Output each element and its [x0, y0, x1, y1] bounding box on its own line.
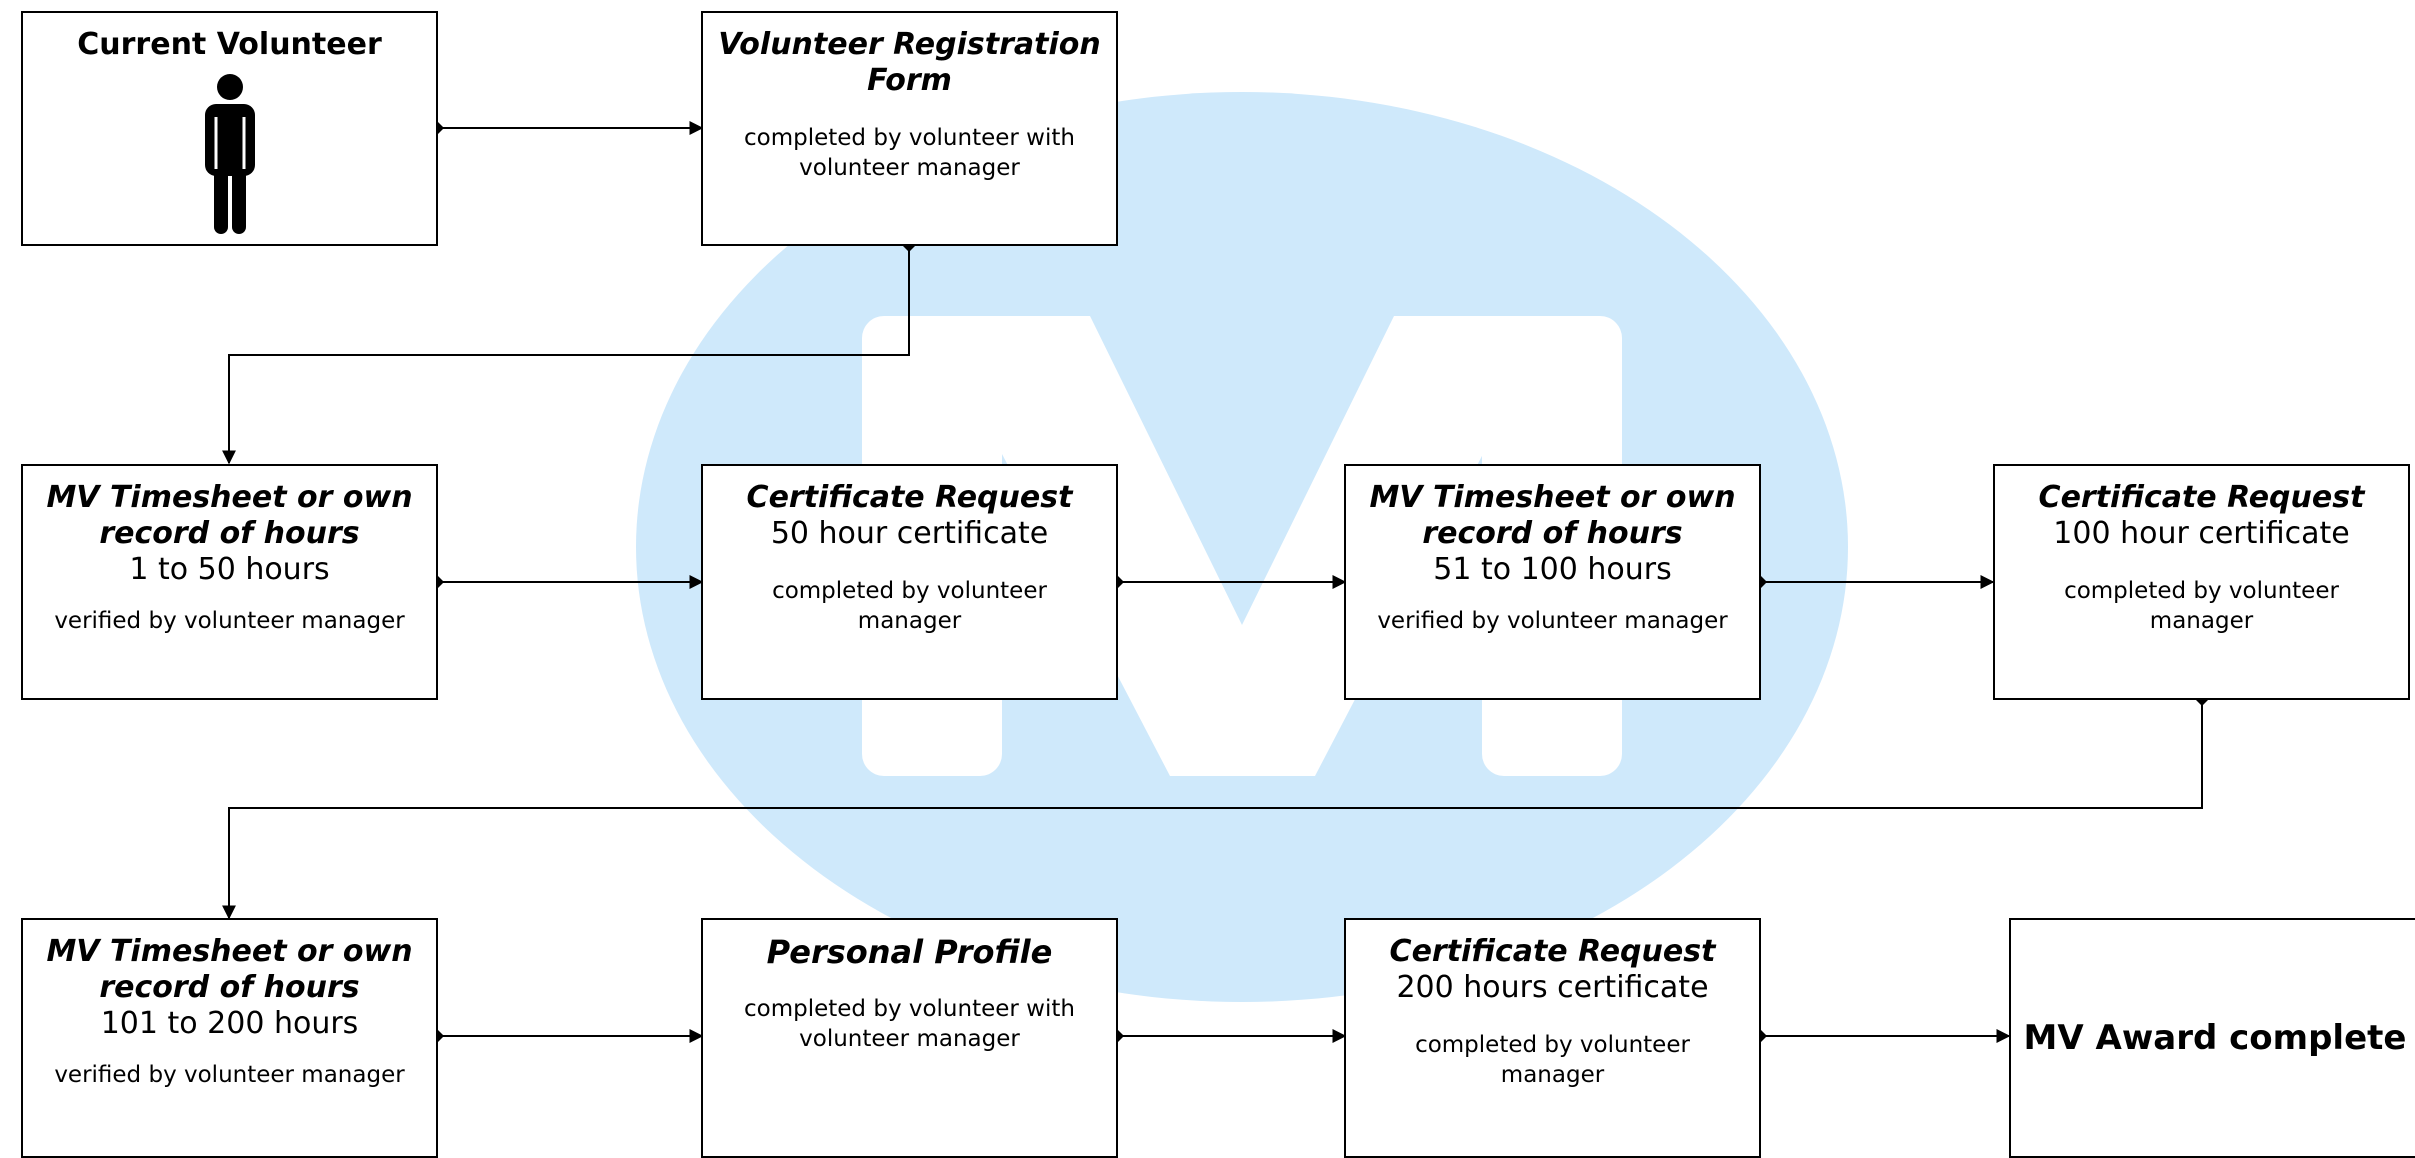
node-title: Current Volunteer: [77, 27, 382, 62]
node-note: completed by volunteer manager: [2064, 578, 2339, 634]
node-subtitle: 200 hours certificate: [1396, 970, 1709, 1005]
node-timesheet-2: MV Timesheet or own record of hours 51 t…: [1344, 464, 1761, 700]
node-title: Certificate Request: [1389, 934, 1716, 969]
node-subtitle: 1 to 50 hours: [129, 552, 330, 587]
node-note: completed by volunteer manager: [1415, 1032, 1690, 1088]
node-subtitle: 51 to 100 hours: [1433, 552, 1672, 587]
node-certificate-200: Certificate Request 200 hours certificat…: [1344, 918, 1761, 1158]
node-note: completed by volunteer manager: [772, 578, 1047, 634]
node-title: MV Timesheet or own record of hours: [46, 480, 413, 551]
node-note: verified by volunteer manager: [1377, 608, 1728, 634]
node-certificate-50: Certificate Request 50 hour certificate …: [701, 464, 1118, 700]
node-note: completed by volunteer with volunteer ma…: [744, 125, 1075, 181]
node-note: completed by volunteer with volunteer ma…: [744, 996, 1075, 1052]
node-timesheet-1: MV Timesheet or own record of hours 1 to…: [21, 464, 438, 700]
edge-certificate-100-to-timesheet-3: [222, 699, 2203, 920]
node-title: Certificate Request: [2038, 480, 2365, 515]
node-personal-profile: Personal Profile completed by volunteer …: [701, 918, 1118, 1158]
node-note: verified by volunteer manager: [54, 608, 405, 634]
node-current-volunteer: Current Volunteer: [21, 11, 438, 246]
person-icon: [204, 74, 255, 234]
node-timesheet-3: MV Timesheet or own record of hours 101 …: [21, 918, 438, 1158]
node-subtitle: 50 hour certificate: [770, 516, 1049, 551]
node-subtitle: 101 to 200 hours: [100, 1006, 359, 1041]
node-subtitle: 100 hour certificate: [2053, 516, 2350, 551]
node-title: MV Timesheet or own record of hours: [46, 934, 413, 1005]
edge-registration-to-timesheet-1: [222, 245, 910, 465]
node-title: Certificate Request: [746, 480, 1073, 515]
node-note: verified by volunteer manager: [54, 1062, 405, 1088]
node-title: MV Timesheet or own record of hours: [1369, 480, 1736, 551]
node-registration-form: Volunteer Registration Form completed by…: [701, 11, 1118, 246]
node-certificate-100: Certificate Request 100 hour certificate…: [1993, 464, 2410, 700]
node-title: MV Award complete: [2023, 1018, 2407, 1058]
node-award-complete: MV Award complete: [2009, 918, 2415, 1158]
node-title: Volunteer Registration Form: [718, 27, 1101, 98]
node-title: Personal Profile: [766, 933, 1053, 971]
